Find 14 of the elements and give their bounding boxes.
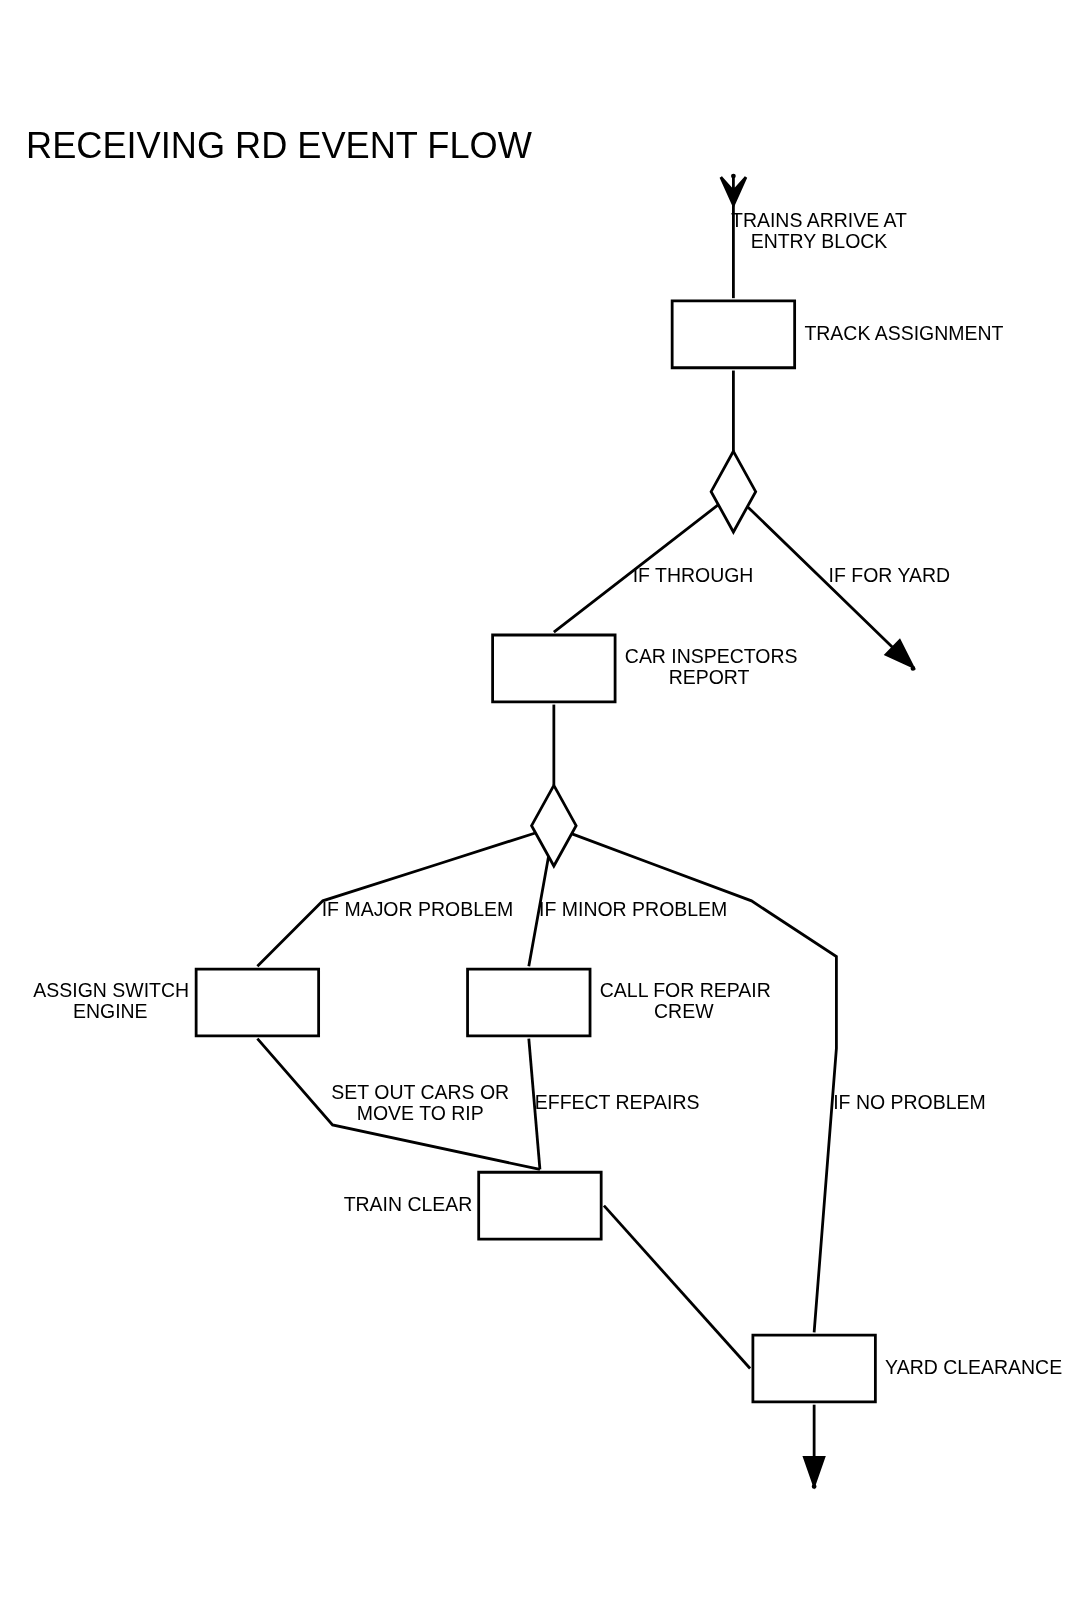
edge-label: IF NO PROBLEM: [833, 1090, 986, 1113]
edge-label: IF THROUGH: [632, 563, 754, 586]
edge-label: SET OUT CARS OR MOVE TO RIP: [331, 1080, 510, 1124]
diagram-title: RECEIVING RD EVENT FLOW: [26, 124, 532, 166]
node-label: TRACK ASSIGNMENT: [804, 321, 1004, 343]
node-label: TRAIN CLEAR: [343, 1192, 473, 1215]
edge-label: IF MAJOR PROBLEM: [321, 897, 514, 920]
edge-label: EFFECT REPAIRS: [534, 1090, 700, 1113]
node-label: YARD CLEARANCE: [885, 1355, 1063, 1378]
node-label: CAR INSPECTORS REPORT: [624, 644, 798, 688]
node-label: ASSIGN SWITCH ENGINE: [33, 978, 190, 1022]
edge-label: IF FOR YARD: [828, 563, 951, 586]
edge-label: IF MINOR PROBLEM: [539, 897, 728, 920]
node-label: CALL FOR REPAIR CREW: [599, 978, 771, 1022]
